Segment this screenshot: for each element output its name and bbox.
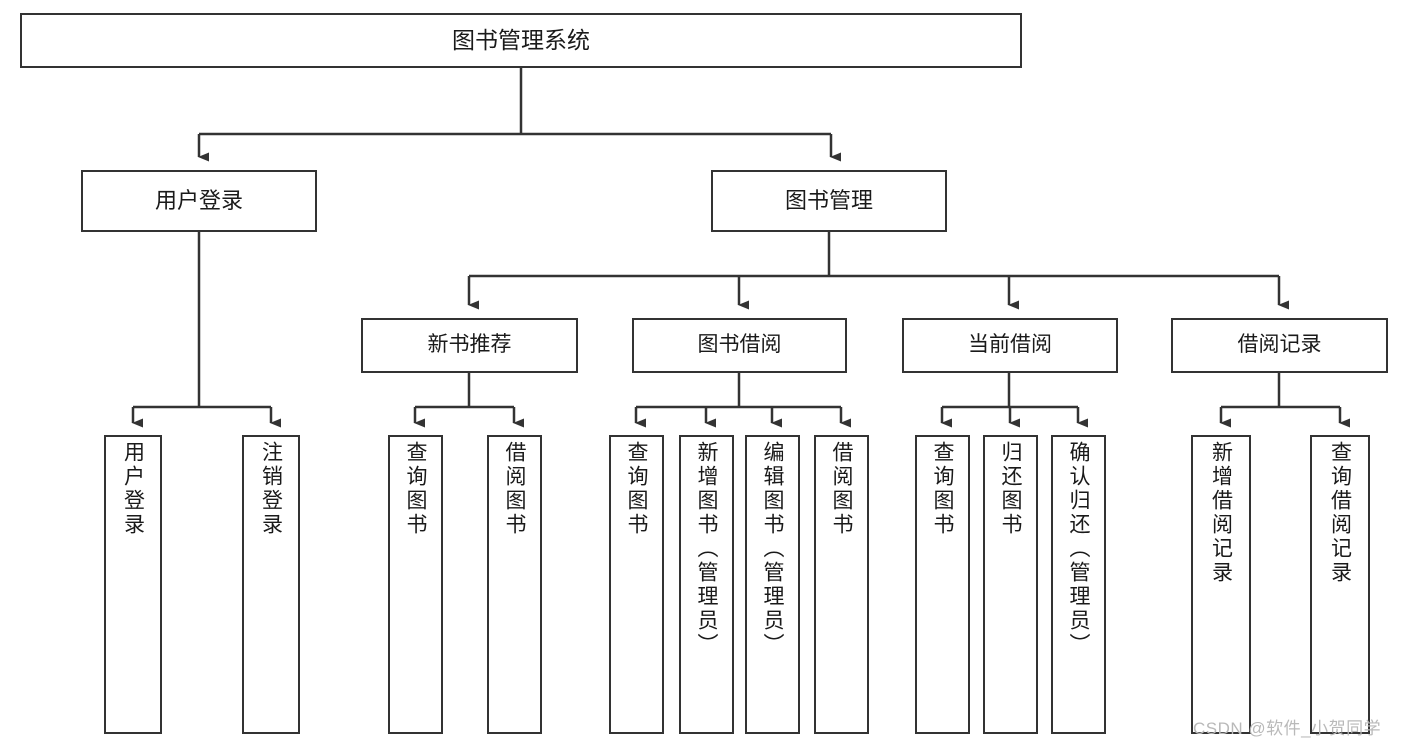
- leaf-edit-book-admin[interactable]: 编辑图书（管理员）: [745, 435, 800, 734]
- csdn-watermark: CSDN @软件_小贺同学: [1193, 719, 1382, 738]
- leaf-query-book-current[interactable]: 查询图书: [915, 435, 970, 734]
- node-book-management[interactable]: 图书管理: [711, 170, 947, 232]
- leaf-logout-login-label: 注销登录: [259, 441, 283, 537]
- leaf-confirm-return-admin[interactable]: 确认归还（管理员）: [1051, 435, 1106, 734]
- leaf-borrow-book-label: 借阅图书: [830, 441, 853, 537]
- leaf-logout-login[interactable]: 注销登录: [242, 435, 300, 734]
- leaf-return-book-label: 归还图书: [999, 441, 1022, 537]
- node-user-login[interactable]: 用户登录: [81, 170, 317, 232]
- node-root[interactable]: 图书管理系统: [20, 13, 1022, 68]
- leaf-borrow-book-recommend[interactable]: 借阅图书: [487, 435, 542, 734]
- node-book-management-label: 图书管理: [784, 188, 873, 214]
- leaf-query-book-recommend-label: 查询图书: [404, 441, 427, 537]
- node-book-borrow[interactable]: 图书借阅: [632, 318, 847, 373]
- leaf-query-borrow-record-label: 查询借阅记录: [1328, 441, 1352, 585]
- leaf-return-book[interactable]: 归还图书: [983, 435, 1038, 734]
- node-current-borrow-label: 当前借阅: [968, 333, 1052, 357]
- leaf-add-borrow-record[interactable]: 新增借阅记录: [1191, 435, 1251, 734]
- node-borrow-record[interactable]: 借阅记录: [1171, 318, 1388, 373]
- leaf-query-book-borrow[interactable]: 查询图书: [609, 435, 664, 734]
- leaf-add-book-admin[interactable]: 新增图书（管理员）: [679, 435, 734, 734]
- node-new-book-recommend-label: 新书推荐: [427, 333, 512, 357]
- leaf-borrow-book[interactable]: 借阅图书: [814, 435, 869, 734]
- leaf-query-borrow-record[interactable]: 查询借阅记录: [1310, 435, 1370, 734]
- leaf-add-book-admin-label: 新增图书（管理员）: [695, 441, 718, 657]
- node-borrow-record-label: 借阅记录: [1237, 333, 1322, 357]
- leaf-user-login[interactable]: 用户登录: [104, 435, 162, 734]
- leaf-edit-book-admin-label: 编辑图书（管理员）: [761, 441, 784, 657]
- leaf-borrow-book-recommend-label: 借阅图书: [503, 441, 526, 537]
- leaf-confirm-return-admin-label: 确认归还（管理员）: [1067, 441, 1090, 657]
- leaf-query-book-recommend[interactable]: 查询图书: [388, 435, 443, 734]
- node-current-borrow[interactable]: 当前借阅: [902, 318, 1118, 373]
- leaf-user-login-label: 用户登录: [121, 441, 145, 537]
- node-user-login-label: 用户登录: [154, 188, 243, 214]
- leaf-add-borrow-record-label: 新增借阅记录: [1209, 441, 1233, 585]
- leaf-query-book-borrow-label: 查询图书: [625, 441, 648, 537]
- node-root-label: 图书管理系统: [452, 27, 590, 54]
- node-new-book-recommend[interactable]: 新书推荐: [361, 318, 578, 373]
- node-book-borrow-label: 图书借阅: [697, 333, 782, 357]
- leaf-query-book-current-label: 查询图书: [931, 441, 954, 537]
